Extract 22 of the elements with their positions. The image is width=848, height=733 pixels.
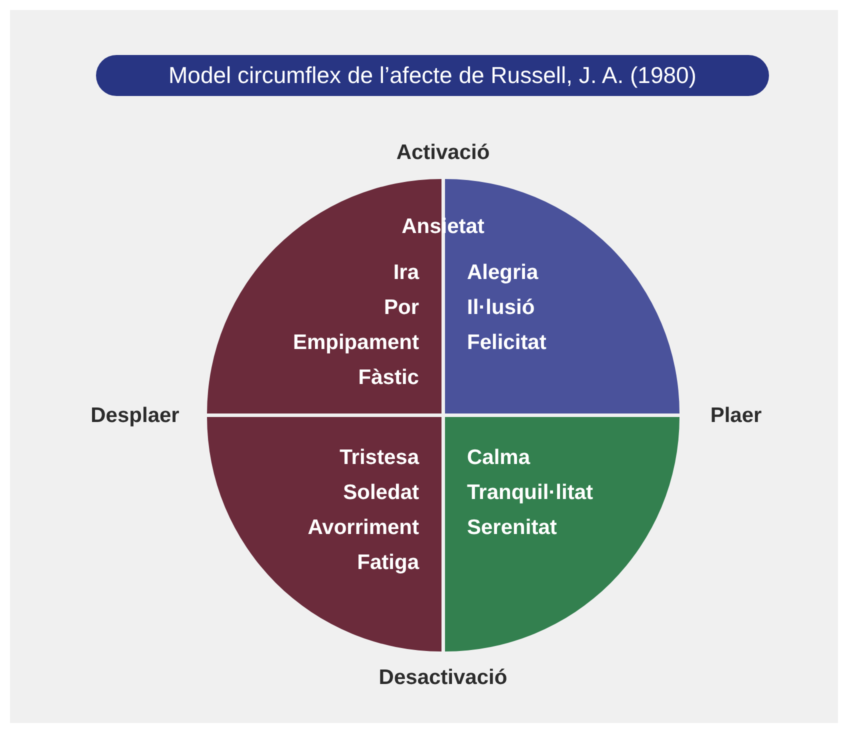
emotion-label: Calma [467,445,530,471]
quadrant-sector [444,416,679,651]
emotion-label: Empipament [292,330,419,356]
emotion-label: Felicitat [467,330,546,356]
emotion-label: Por [384,295,419,321]
axis-label: Activació [396,140,490,166]
emotion-label: Fatiga [357,550,419,576]
title-banner: Model circumflex de l’afecte de Russell, J. A. (1980) [96,55,769,96]
emotion-label: Tranquil·litat [467,480,593,506]
emotion-label: Tristesa [340,445,419,471]
emotion-label: Avorriment [308,515,419,541]
emotion-label: Ira [393,260,419,286]
emotion-label: Ansietat [402,214,484,240]
axis-label: Desplaer [90,403,180,429]
quadrant-sector [207,416,442,651]
emotion-label: Serenitat [467,515,557,541]
axis-label: Desactivació [378,665,508,691]
axis-label: Plaer [710,403,762,429]
emotion-label: Il·lusió [467,295,535,321]
emotion-label: Soledat [343,480,419,506]
emotion-label: Alegria [467,260,538,286]
emotion-label: Fàstic [358,365,419,391]
